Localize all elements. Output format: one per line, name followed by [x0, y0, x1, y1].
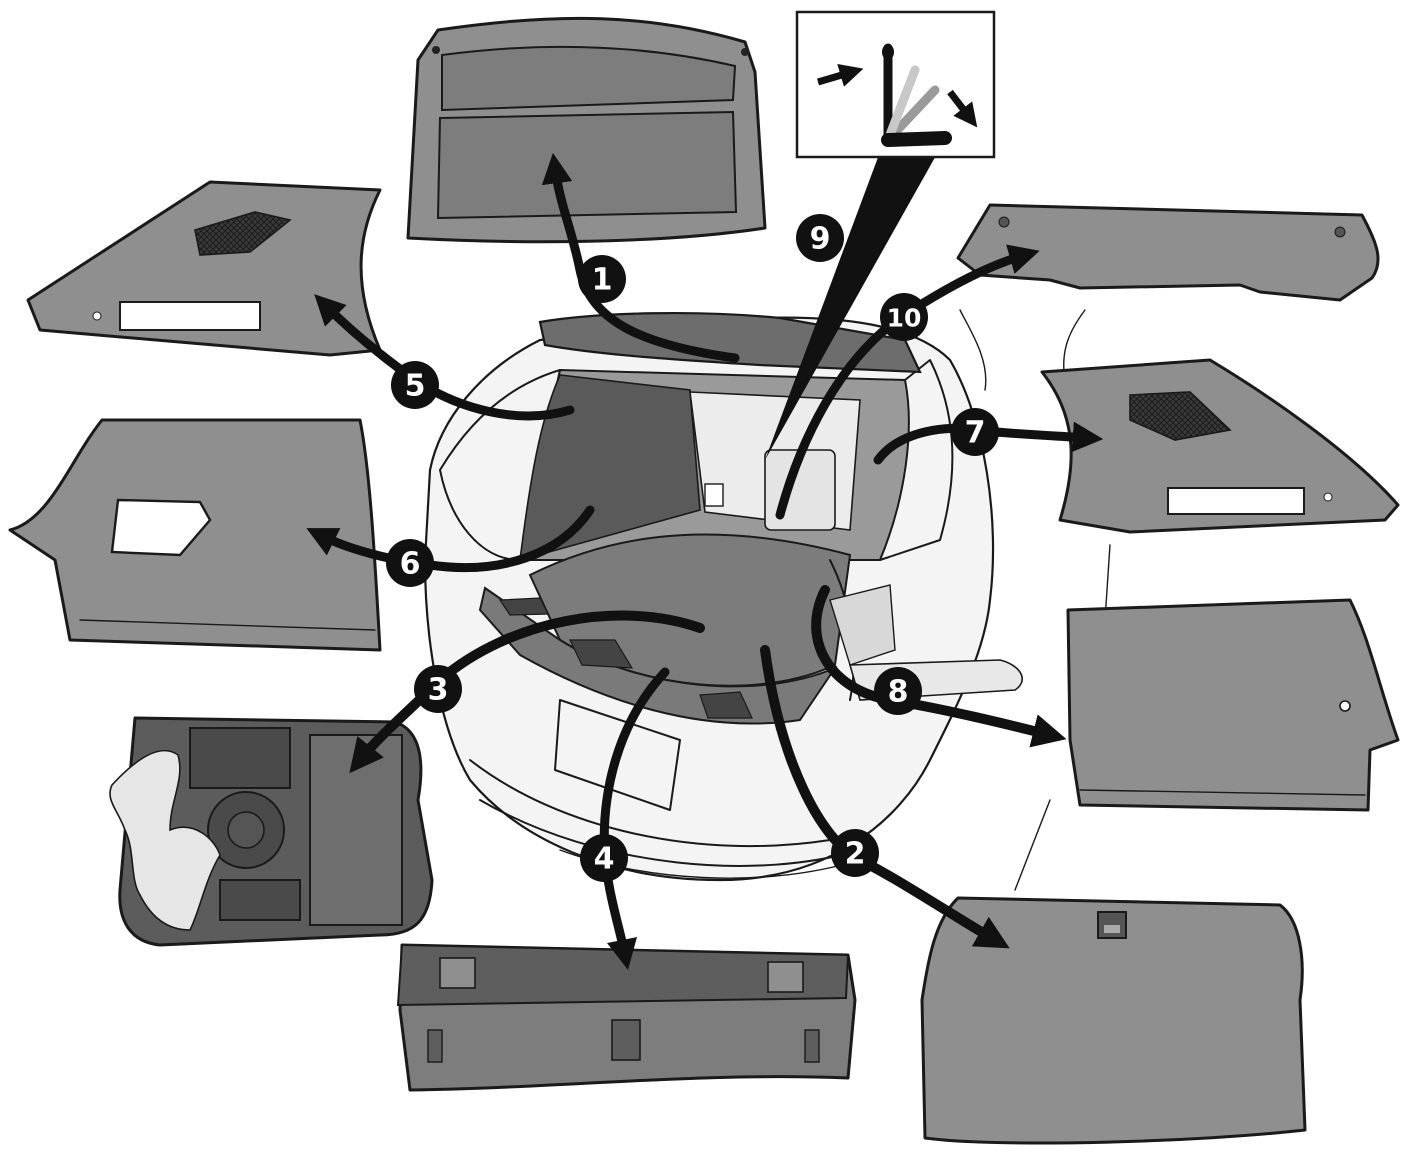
callout-10: 10 [880, 293, 928, 341]
callout-9-label: 9 [810, 222, 831, 257]
callout-4-label: 4 [594, 842, 615, 877]
part-1-parcel-shelf [408, 18, 765, 241]
callout-2-label: 2 [845, 837, 866, 872]
car-rear-open-trunk [425, 310, 1110, 890]
callout-6: 6 [386, 539, 434, 587]
part-5-left-upper-trim [28, 182, 380, 355]
callout-6-label: 6 [400, 547, 421, 582]
part-7-right-upper-trim [1042, 360, 1398, 532]
callout-1: 1 [578, 255, 626, 303]
callout-1-label: 1 [592, 263, 613, 298]
callout-3-label: 3 [428, 673, 449, 708]
callout-10-label: 10 [887, 304, 922, 333]
callout-9: 9 [796, 214, 844, 262]
callout-8-label: 8 [888, 675, 909, 710]
callout-4: 4 [580, 834, 628, 882]
callout-5: 5 [391, 361, 439, 409]
callout-7-label: 7 [965, 416, 986, 451]
part-8-right-side-trim [1068, 600, 1398, 810]
callout-2: 2 [831, 829, 879, 877]
part-3-storage-tray [110, 718, 432, 945]
callout-7: 7 [951, 408, 999, 456]
part-4-sill-plate [398, 945, 855, 1090]
callout-8: 8 [874, 667, 922, 715]
callout-5-label: 5 [405, 369, 426, 404]
callout-3: 3 [414, 665, 462, 713]
